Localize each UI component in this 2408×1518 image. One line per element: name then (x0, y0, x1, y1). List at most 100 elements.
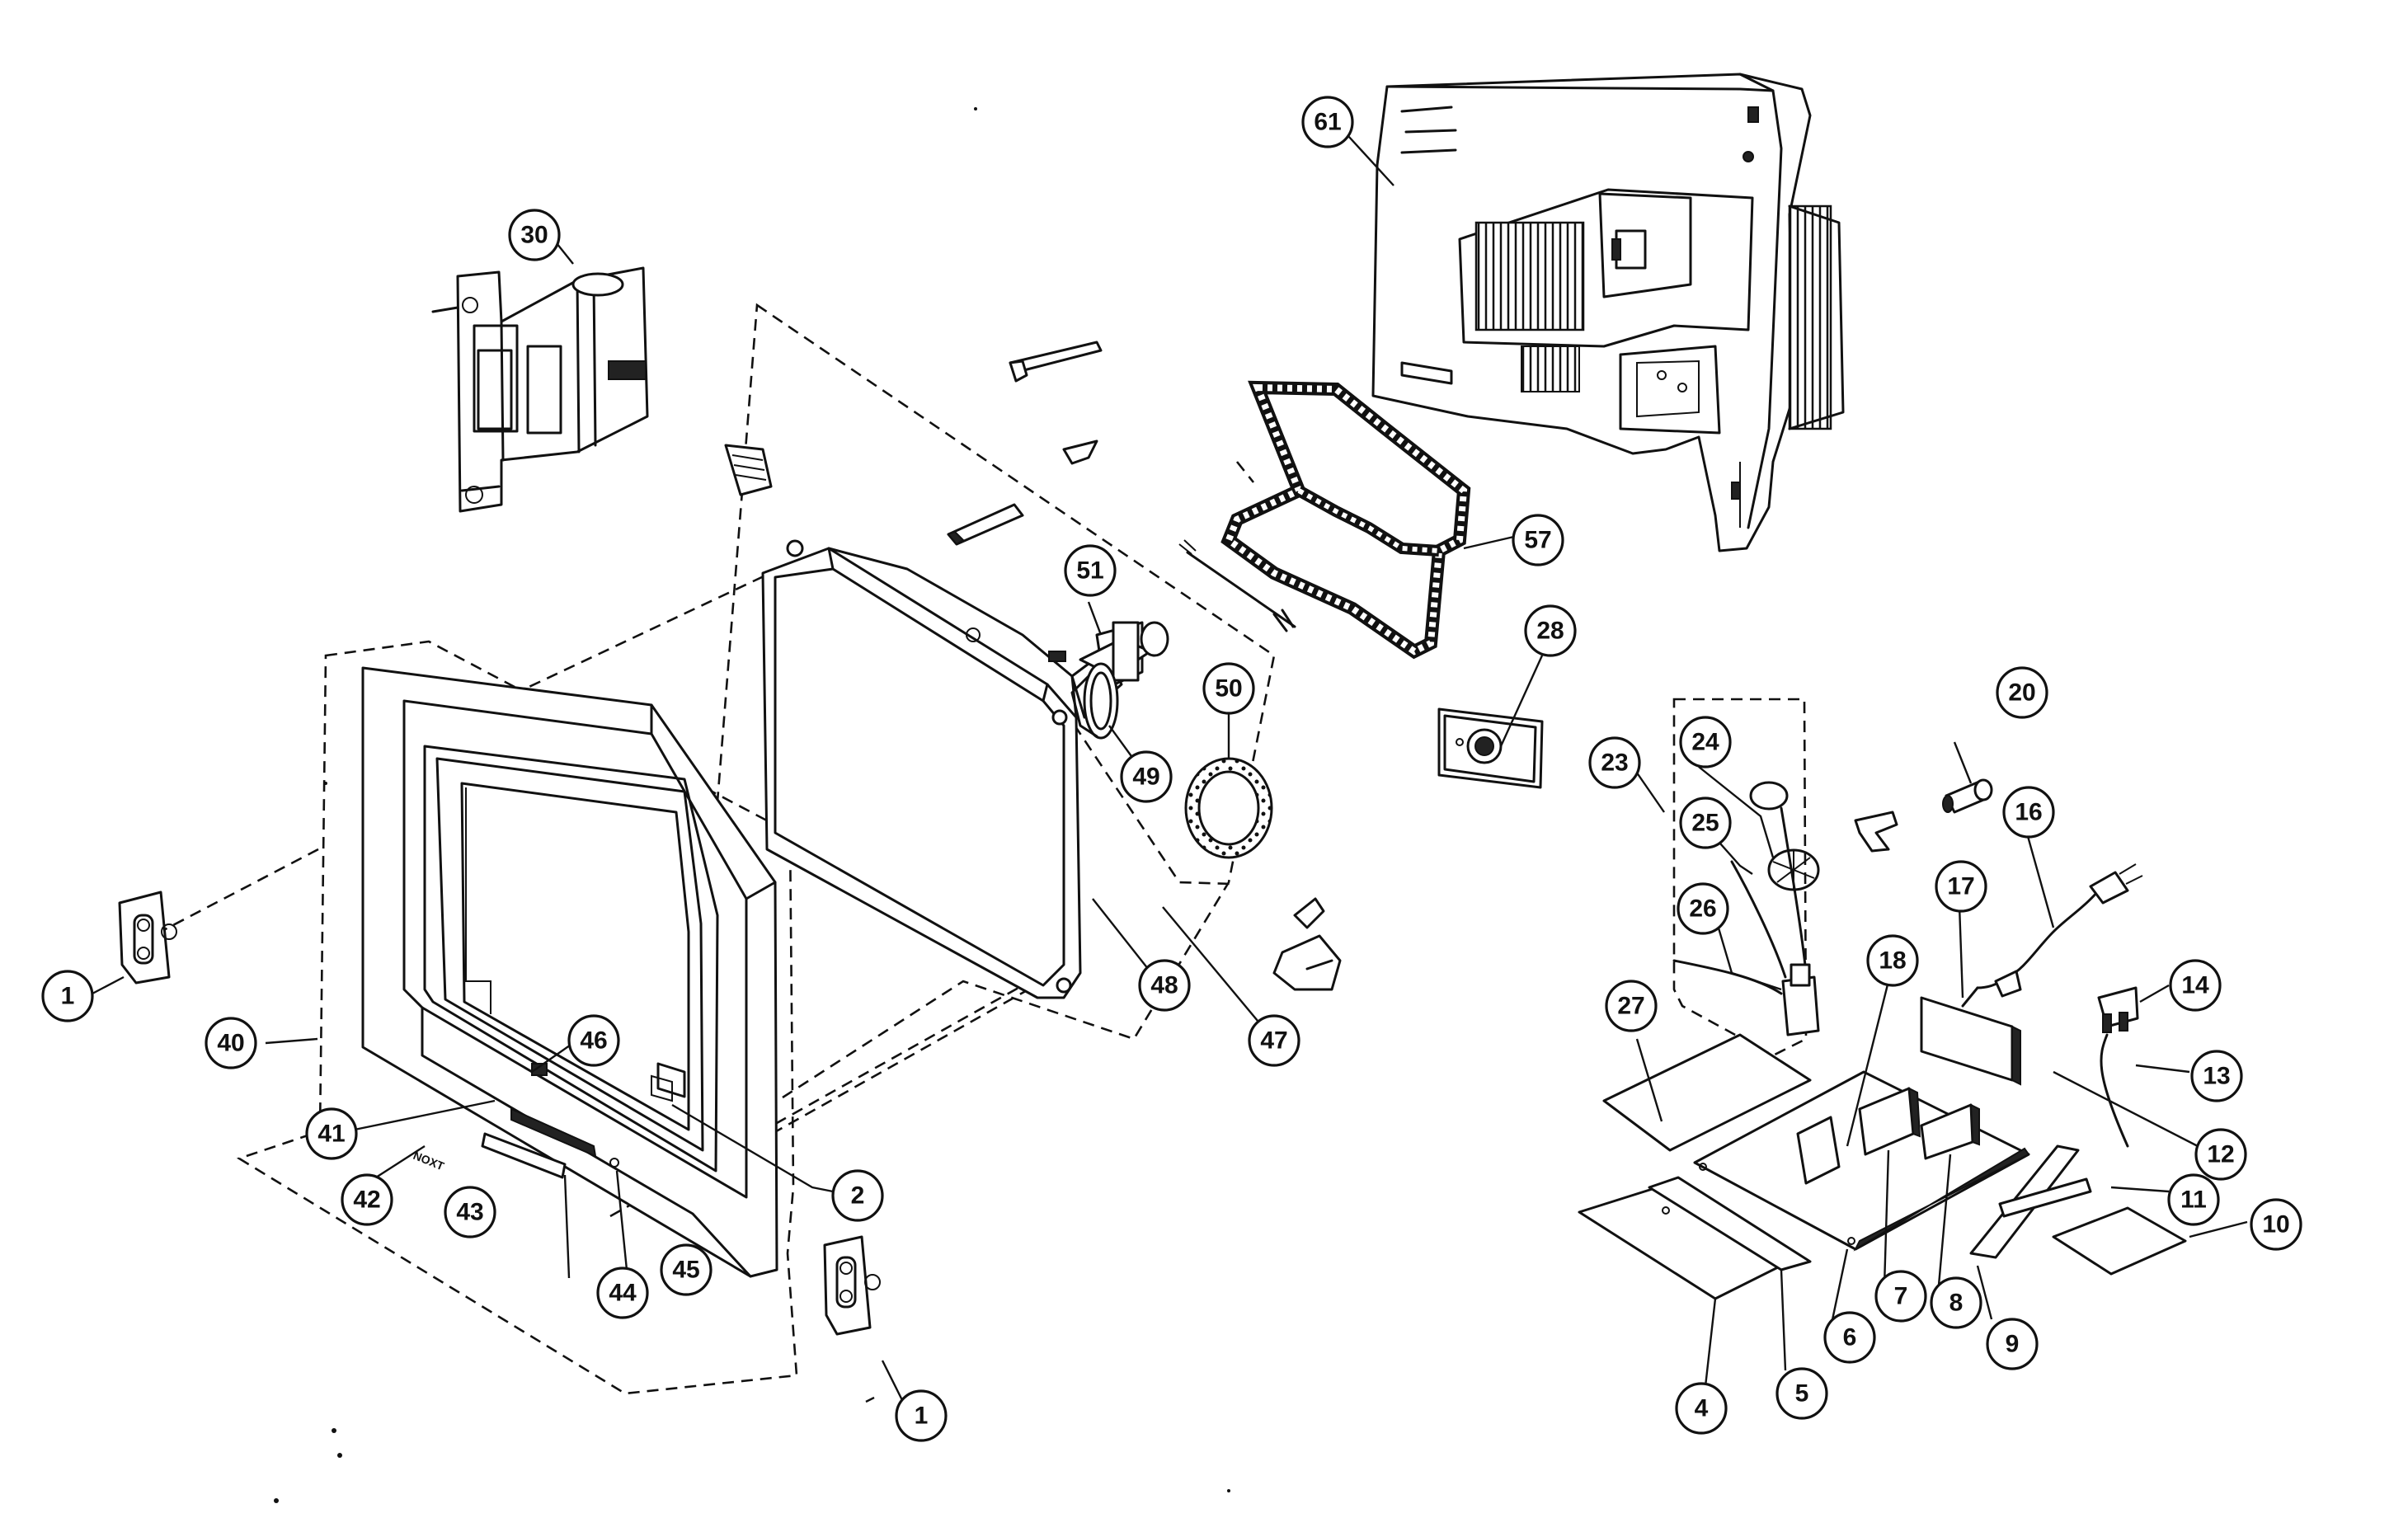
svg-text:43: 43 (456, 1199, 483, 1226)
callout-48: 48 (1138, 959, 1191, 1012)
svg-text:2: 2 (851, 1182, 865, 1210)
tuner-area-parts (1672, 781, 1898, 1036)
yoke-ring-part (1070, 662, 1119, 740)
svg-text:10: 10 (2262, 1211, 2289, 1238)
callout-13: 13 (2190, 1050, 2243, 1102)
callout-11: 11 (2167, 1173, 2220, 1226)
svg-text:27: 27 (1617, 993, 1644, 1020)
callout-49: 49 (1120, 750, 1173, 803)
svg-text:17: 17 (1947, 873, 1974, 900)
svg-text:5: 5 (1795, 1380, 1809, 1408)
svg-text:28: 28 (1536, 618, 1564, 645)
hinge-bracket-left (118, 891, 177, 985)
speaker-bracket-part (431, 266, 649, 513)
svg-text:1: 1 (61, 983, 75, 1010)
hinge-bracket-right (823, 1235, 881, 1336)
small-clip-parts (724, 341, 1342, 991)
svg-text:41: 41 (317, 1121, 345, 1148)
svg-text:50: 50 (1215, 675, 1242, 703)
svg-text:30: 30 (520, 222, 548, 249)
svg-text:20: 20 (2008, 679, 2035, 707)
callout-24: 24 (1679, 716, 1732, 768)
chassis-plates-part (1602, 1033, 2030, 1252)
callout-25: 25 (1679, 797, 1732, 849)
callout-46: 46 (567, 1014, 620, 1067)
svg-text:4: 4 (1695, 1395, 1709, 1422)
callout-57: 57 (1512, 514, 1564, 566)
callout-labels: 1 1 2 4 5 6 7 8 9 10 11 12 13 14 16 17 1… (41, 96, 2302, 1442)
callout-6: 6 (1823, 1311, 1876, 1364)
callout-43: 43 (444, 1186, 496, 1238)
callout-8: 8 (1930, 1276, 1982, 1329)
callout-40: 40 (205, 1017, 257, 1069)
control-plate-part (1437, 707, 1544, 789)
callout-42: 42 (341, 1173, 393, 1226)
callout-14: 14 (2169, 959, 2222, 1012)
callout-27: 27 (1605, 980, 1658, 1032)
callout-51: 51 (1064, 544, 1117, 597)
callout-26: 26 (1677, 882, 1729, 935)
callout-44: 44 (596, 1267, 649, 1319)
callout-30: 30 (508, 209, 561, 261)
svg-text:14: 14 (2181, 972, 2209, 999)
callout-2: 2 (831, 1169, 884, 1222)
power-cord-part (1961, 863, 2143, 1008)
svg-text:42: 42 (353, 1187, 380, 1214)
svg-text:44: 44 (609, 1280, 637, 1307)
svg-text:16: 16 (2015, 799, 2042, 826)
callout-9: 9 (1986, 1318, 2039, 1370)
svg-text:13: 13 (2203, 1063, 2230, 1090)
bracket-9-part (1969, 1144, 2187, 1276)
picture-tube-part (761, 539, 1123, 999)
callout-1-right: 1 (895, 1389, 948, 1442)
callout-12: 12 (2194, 1128, 2247, 1181)
svg-text:12: 12 (2207, 1141, 2234, 1168)
front-bezel-part (361, 666, 778, 1278)
callout-10: 10 (2250, 1198, 2302, 1251)
degaussing-ring-part (1184, 757, 1273, 859)
scan-dots (274, 107, 1230, 1503)
callout-47: 47 (1248, 1014, 1300, 1067)
svg-text:47: 47 (1260, 1027, 1287, 1055)
callout-28: 28 (1524, 604, 1577, 657)
svg-text:23: 23 (1601, 750, 1628, 777)
callout-5: 5 (1775, 1367, 1828, 1420)
svg-text:51: 51 (1076, 557, 1103, 585)
svg-text:7: 7 (1894, 1283, 1908, 1310)
bottom-plates-part (1578, 1176, 1812, 1300)
svg-text:48: 48 (1150, 972, 1178, 999)
rear-cabinet-part (1371, 73, 1845, 552)
callout-45: 45 (660, 1243, 713, 1296)
circuit-board-17-part (1920, 996, 2021, 1086)
callout-17: 17 (1935, 860, 1987, 913)
callout-23: 23 (1588, 736, 1641, 789)
svg-text:11: 11 (2180, 1187, 2207, 1214)
svg-text:26: 26 (1689, 895, 1716, 923)
callout-16: 16 (2002, 786, 2055, 839)
callout-1-left: 1 (41, 970, 94, 1022)
callout-61: 61 (1301, 96, 1354, 148)
callout-20: 20 (1996, 666, 2048, 719)
svg-text:24: 24 (1691, 729, 1719, 756)
ferrite-core-part (1942, 778, 1993, 814)
svg-text:40: 40 (217, 1030, 244, 1057)
svg-text:6: 6 (1843, 1324, 1857, 1351)
svg-text:45: 45 (672, 1257, 699, 1284)
svg-text:61: 61 (1314, 109, 1341, 136)
callout-4: 4 (1675, 1382, 1728, 1435)
svg-text:18: 18 (1879, 947, 1906, 975)
callout-41: 41 (305, 1107, 358, 1160)
svg-text:46: 46 (580, 1027, 607, 1055)
svg-text:8: 8 (1949, 1290, 1964, 1317)
switch-part (2097, 986, 2139, 1148)
svg-text:49: 49 (1132, 764, 1159, 791)
callout-7: 7 (1874, 1270, 1927, 1323)
callout-18: 18 (1866, 934, 1919, 987)
svg-text:25: 25 (1691, 810, 1719, 837)
wire-harness-part (1220, 380, 1471, 660)
svg-text:57: 57 (1524, 527, 1551, 554)
svg-text:9: 9 (2006, 1331, 2020, 1358)
callout-50: 50 (1202, 662, 1255, 715)
svg-text:1: 1 (915, 1403, 929, 1430)
